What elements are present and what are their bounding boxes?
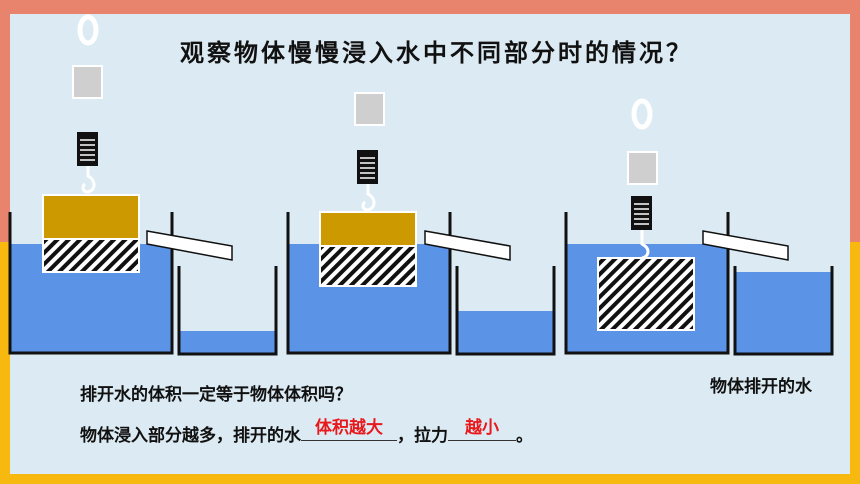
object-submerged-part bbox=[319, 245, 417, 287]
spring-scale-icon bbox=[631, 196, 652, 230]
answer-1: 体积越大 bbox=[315, 418, 383, 438]
hook-icon bbox=[361, 184, 376, 212]
question-1: 排开水的体积一定等于物体体积吗？ bbox=[80, 385, 352, 405]
question-2: 物体浸入部分越多，排开的水体积越大 ，拉力越小。 bbox=[80, 418, 533, 446]
object-dry-part bbox=[42, 194, 140, 240]
question-2-middle: ，拉力 bbox=[397, 426, 448, 446]
object-dry-part bbox=[319, 211, 417, 247]
beaker bbox=[177, 266, 278, 356]
hook-icon bbox=[81, 166, 96, 194]
weight-block bbox=[627, 151, 658, 185]
beaker bbox=[455, 266, 556, 356]
setup-1 bbox=[8, 14, 278, 356]
setup-2 bbox=[286, 92, 556, 356]
spout bbox=[702, 230, 789, 261]
object-fully-submerged bbox=[597, 257, 695, 331]
beaker-water bbox=[457, 311, 554, 353]
object-submerged-part bbox=[42, 238, 140, 273]
overflow-tank bbox=[8, 212, 174, 355]
weight-block bbox=[354, 92, 385, 126]
question-2-suffix: 。 bbox=[516, 426, 533, 446]
spout bbox=[424, 230, 511, 261]
answer-2: 越小 bbox=[465, 418, 499, 438]
beaker bbox=[733, 266, 834, 356]
displaced-water-label: 物体排开的水 bbox=[710, 377, 812, 397]
spring-scale-icon bbox=[77, 132, 98, 166]
ring-icon bbox=[77, 14, 99, 46]
answer-blank-1: 体积越大 bbox=[301, 418, 397, 441]
slide-title: 观察物体慢慢浸入水中不同部分时的情况？ bbox=[180, 39, 693, 67]
beaker-water bbox=[735, 272, 832, 353]
question-2-prefix: 物体浸入部分越多，排开的水 bbox=[80, 426, 301, 446]
spring-scale-icon bbox=[357, 150, 378, 184]
overflow-tank bbox=[286, 212, 452, 355]
overflow-tank bbox=[564, 212, 730, 355]
spout bbox=[146, 230, 233, 261]
beaker-water bbox=[179, 331, 276, 353]
setup-3 bbox=[564, 98, 834, 356]
answer-blank-2: 越小 bbox=[448, 418, 516, 441]
ring-icon bbox=[631, 98, 653, 130]
weight-block bbox=[72, 65, 103, 99]
